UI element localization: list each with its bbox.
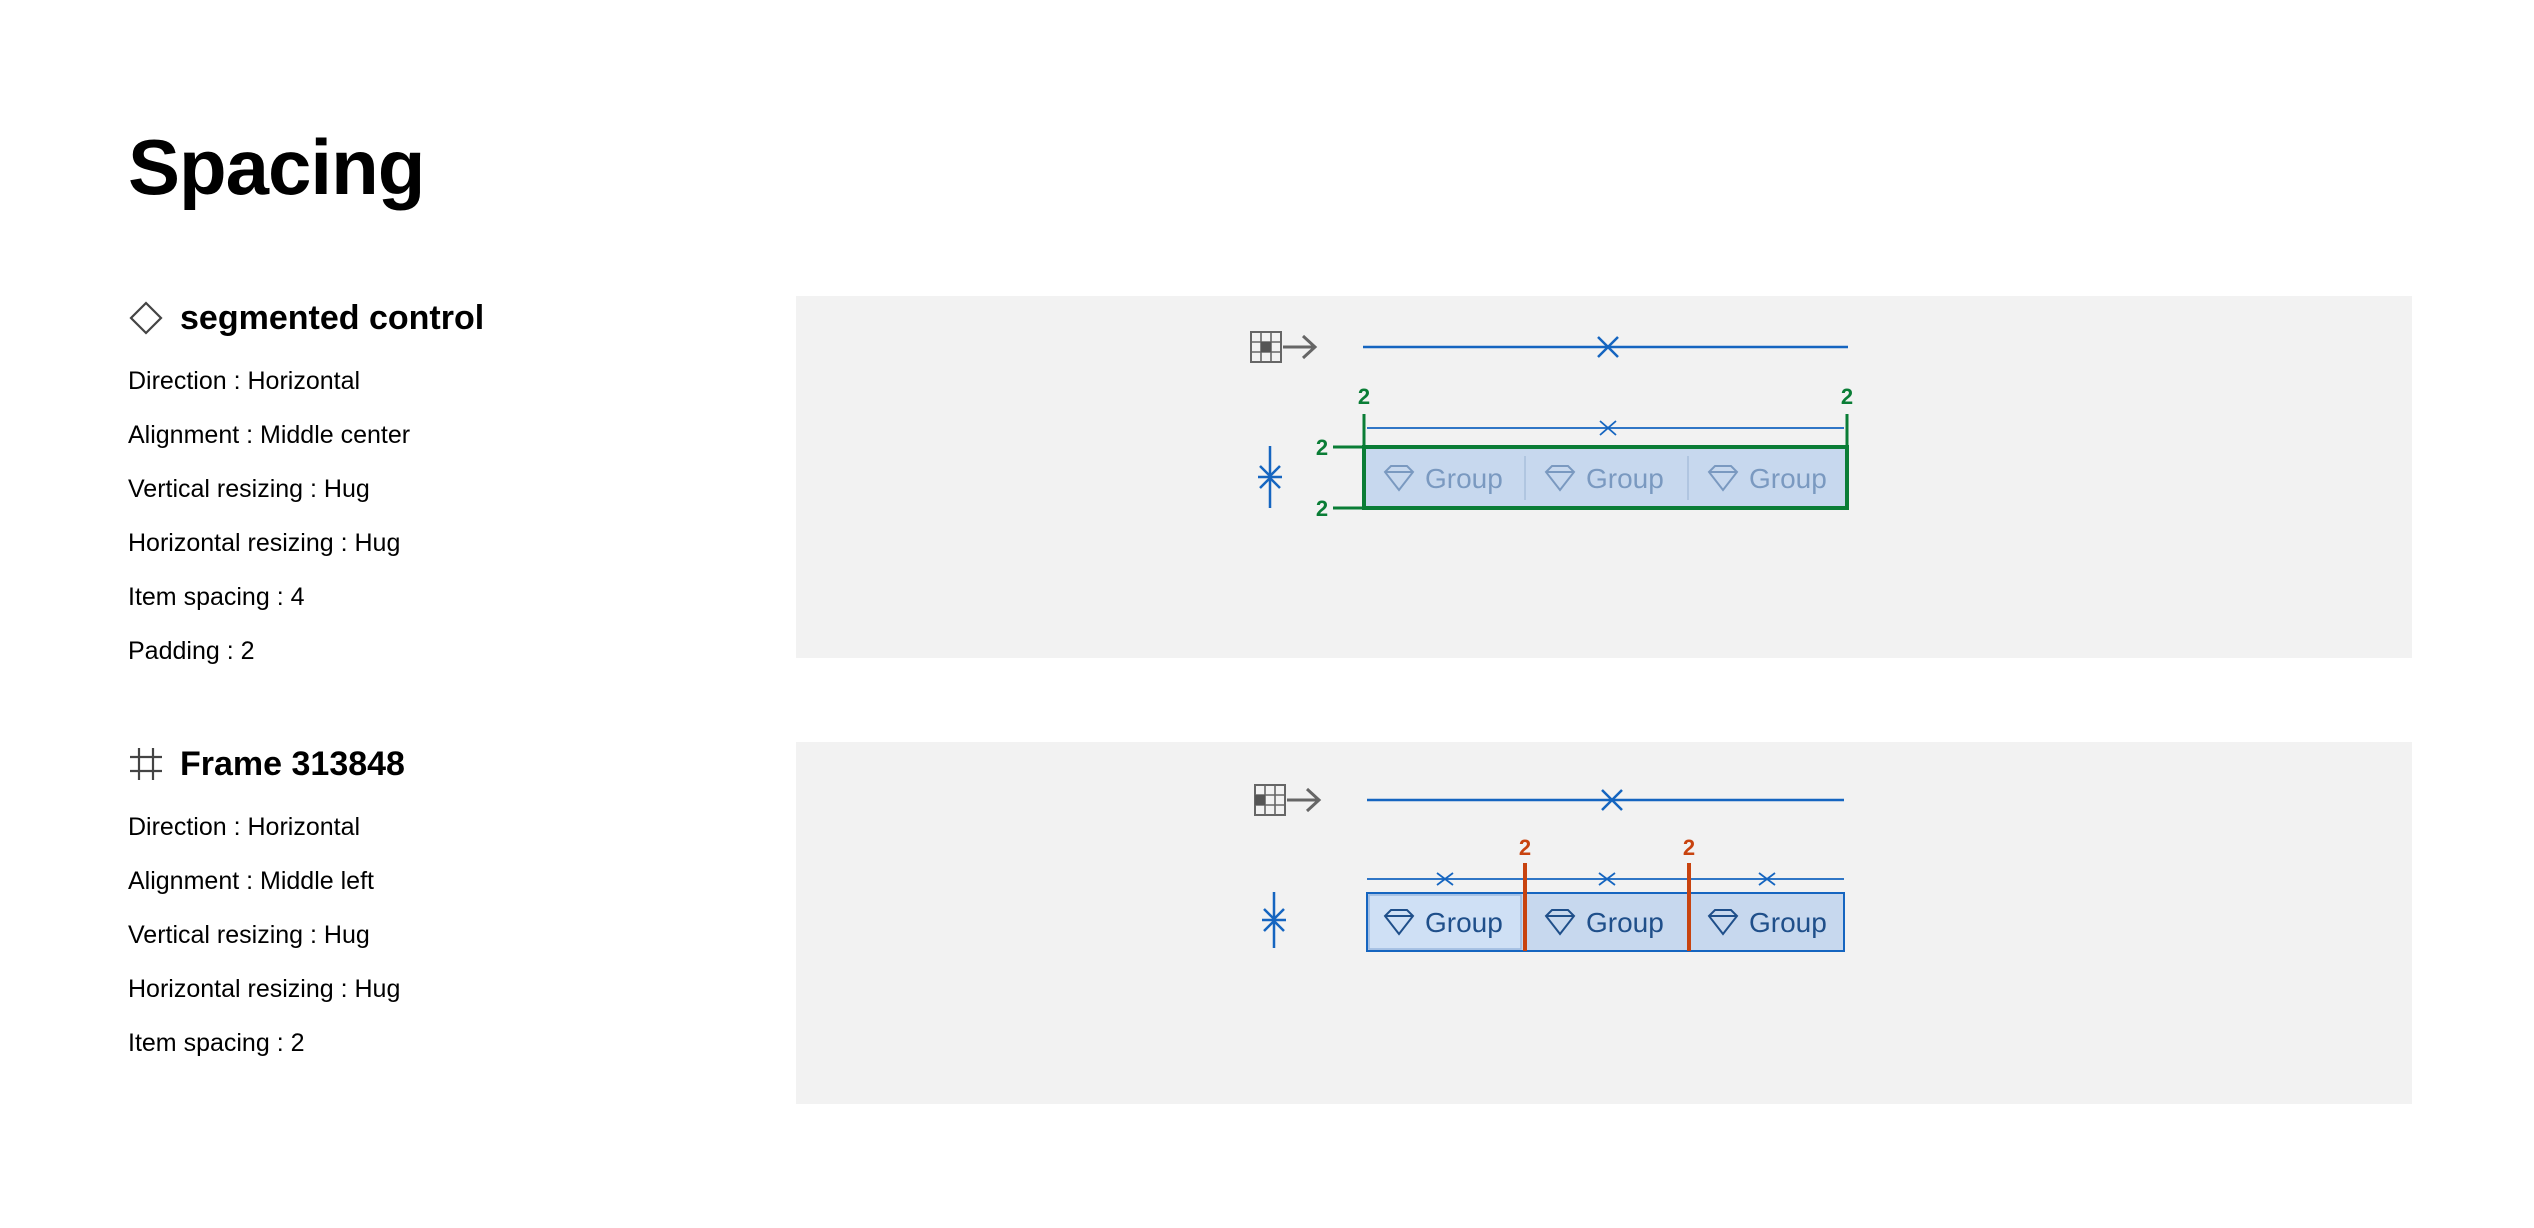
auto-layout-horizontal-icon xyxy=(1250,331,1318,363)
segment-item[interactable]: Group xyxy=(1544,907,1664,938)
property-list: DirectionHorizontal AlignmentMiddle cent… xyxy=(128,354,410,678)
page-title: Spacing xyxy=(128,123,425,211)
property-padding: Padding2 xyxy=(128,624,410,678)
item-width-measure-lines xyxy=(1367,872,1844,886)
diamond-icon xyxy=(1383,909,1415,936)
property-alignment: AlignmentMiddle left xyxy=(128,854,400,908)
gap-markers xyxy=(1523,863,1691,951)
property-list: DirectionHorizontal AlignmentMiddle left… xyxy=(128,800,400,1070)
segment-item[interactable]: Group xyxy=(1544,463,1664,494)
section-heading: segmented control xyxy=(128,296,484,340)
vertical-hug-icon xyxy=(1258,446,1282,508)
section-title: Frame 313848 xyxy=(180,744,405,783)
vertical-hug-icon xyxy=(1262,892,1286,948)
section-title: segmented control xyxy=(180,298,485,337)
section-heading: Frame 313848 xyxy=(128,742,405,786)
padding-markers xyxy=(1333,414,1849,510)
padding-bottom-label: 2 xyxy=(1316,496,1328,521)
segment-item[interactable]: Group xyxy=(1707,463,1827,494)
diamond-icon xyxy=(1707,465,1739,492)
segment-item[interactable]: Group xyxy=(1383,463,1503,494)
property-vertical-resizing: Vertical resizingHug xyxy=(128,462,410,516)
diamond-icon xyxy=(1544,909,1576,936)
diamond-icon xyxy=(1707,909,1739,936)
diagram-canvas: Group Group Group 2 2 xyxy=(796,742,2412,1104)
segment-label: Group xyxy=(1586,463,1664,494)
inner-width-measure-line xyxy=(1367,420,1844,436)
property-horizontal-resizing: Horizontal resizingHug xyxy=(128,962,400,1016)
segment-item[interactable]: Group xyxy=(1383,907,1503,938)
property-item-spacing: Item spacing2 xyxy=(128,1016,400,1070)
width-measure-line xyxy=(1363,336,1848,358)
segment-label: Group xyxy=(1749,907,1827,938)
property-item-spacing: Item spacing4 xyxy=(128,570,410,624)
component-diamond-icon xyxy=(129,301,163,335)
frame-hash-icon xyxy=(130,748,162,780)
property-direction: DirectionHorizontal xyxy=(128,800,400,854)
gap-label: 2 xyxy=(1519,835,1531,860)
property-horizontal-resizing: Horizontal resizingHug xyxy=(128,516,410,570)
spacing-diagram: 2 2 2 2 Group Group xyxy=(1250,331,1853,521)
segment-label: Group xyxy=(1425,463,1503,494)
segment-first-highlight xyxy=(1368,894,1522,950)
diagram-canvas: 2 2 2 2 Group Group xyxy=(796,296,2412,658)
auto-layout-horizontal-icon xyxy=(1254,784,1322,816)
segment-item[interactable]: Group xyxy=(1707,907,1827,938)
property-direction: DirectionHorizontal xyxy=(128,354,410,408)
padding-right-label: 2 xyxy=(1841,384,1853,409)
spacing-diagram: Group Group Group 2 2 xyxy=(1254,784,1845,952)
gap-label: 2 xyxy=(1683,835,1695,860)
segment-label: Group xyxy=(1749,463,1827,494)
property-alignment: AlignmentMiddle center xyxy=(128,408,410,462)
padding-left-label: 2 xyxy=(1358,384,1370,409)
segmented-control-frame xyxy=(1362,445,1849,510)
segment-label: Group xyxy=(1425,907,1503,938)
diamond-icon xyxy=(1383,465,1415,492)
segment-label: Group xyxy=(1586,907,1664,938)
padding-top-label: 2 xyxy=(1316,435,1328,460)
property-vertical-resizing: Vertical resizingHug xyxy=(128,908,400,962)
diamond-icon xyxy=(1544,465,1576,492)
width-measure-line xyxy=(1367,789,1844,811)
